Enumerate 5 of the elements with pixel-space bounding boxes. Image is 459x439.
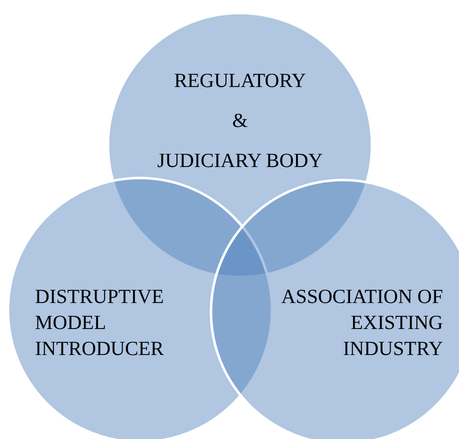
circle-label: REGULATORY bbox=[173, 69, 307, 94]
circle-label: DISTRUPTIVE MODEL INTRODUCER bbox=[35, 285, 165, 362]
circle-label: ASSOCIATION OF EXISTING INDUSTRY bbox=[281, 285, 443, 362]
circle-label: & bbox=[231, 109, 249, 134]
circle-label: JUDICIARY BODY bbox=[156, 149, 324, 174]
